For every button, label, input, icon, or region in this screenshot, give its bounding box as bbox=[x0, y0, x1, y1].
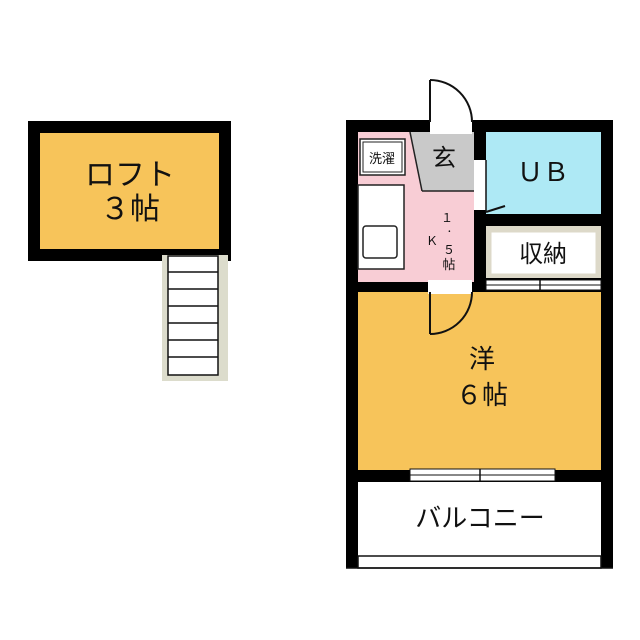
svg-text:Ｋ: Ｋ bbox=[426, 234, 438, 248]
wall-ub-closet bbox=[486, 214, 601, 226]
loft-ladder bbox=[162, 255, 228, 381]
balcony-area: バルコニー bbox=[346, 482, 613, 569]
loft-name: ロフト bbox=[85, 158, 175, 193]
ub-door-opening bbox=[474, 160, 486, 210]
ladder-inner bbox=[167, 255, 219, 376]
balcony-label: バルコニー bbox=[415, 504, 544, 534]
svg-text:帖: 帖 bbox=[442, 258, 455, 273]
ub-door bbox=[485, 205, 506, 213]
entrance-edge bbox=[409, 131, 423, 192]
svg-text:５: ５ bbox=[443, 243, 455, 257]
unit-bath-label: ＵＢ bbox=[517, 158, 569, 188]
western-room-name: 洋 bbox=[469, 345, 495, 375]
balcony-railing bbox=[357, 555, 602, 569]
kitchen-label: １ ． Ｋ ５ 帖 bbox=[426, 211, 457, 273]
loft-area: ロフト ３帖 bbox=[28, 121, 231, 261]
unit-bath-floor bbox=[486, 132, 601, 214]
western-room-size: ６帖 bbox=[456, 381, 508, 411]
svg-text:１: １ bbox=[441, 211, 453, 225]
closet-label: 収納 bbox=[519, 240, 567, 268]
room-door-opening bbox=[428, 280, 472, 294]
closet-inner bbox=[490, 231, 597, 275]
entrance-floor bbox=[410, 132, 474, 191]
laundry-inner bbox=[362, 141, 403, 173]
front-door bbox=[429, 79, 473, 123]
laundry-label: 洗濯 bbox=[369, 152, 395, 167]
kitchen-sink bbox=[362, 225, 398, 259]
entrance-label: 玄 bbox=[432, 144, 456, 172]
loft-size: ３帖 bbox=[100, 192, 160, 227]
balcony-floor bbox=[358, 482, 601, 556]
front-door-opening bbox=[430, 118, 472, 134]
room-door bbox=[429, 291, 473, 335]
western-room-floor bbox=[358, 292, 601, 470]
svg-text:．: ． bbox=[447, 224, 457, 235]
loft-floor bbox=[40, 133, 219, 249]
wall-mid bbox=[358, 282, 601, 292]
laundry-box bbox=[359, 138, 406, 176]
